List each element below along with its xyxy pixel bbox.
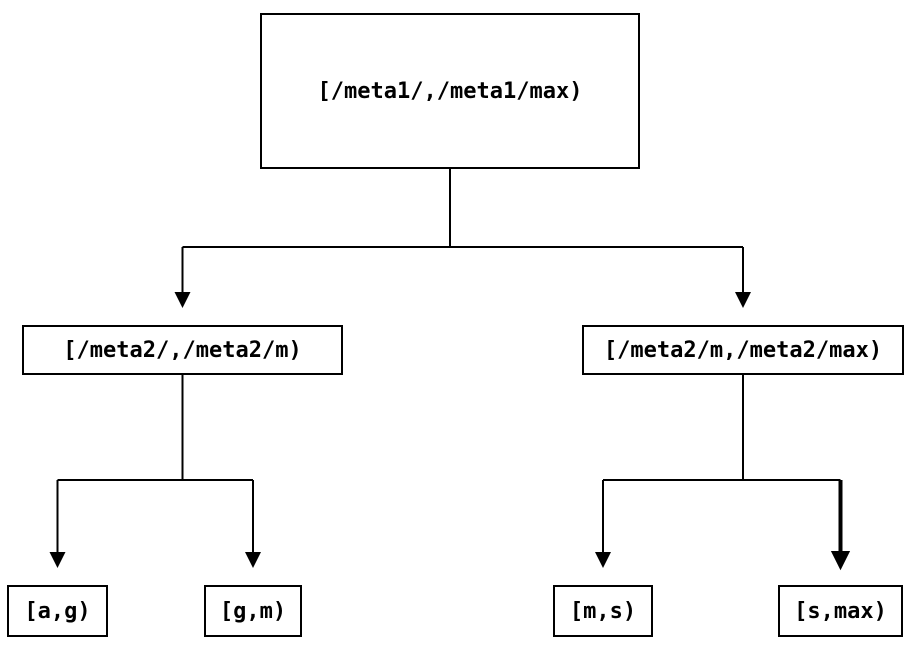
arrow-down-icon bbox=[49, 552, 66, 568]
arrow-down-icon bbox=[832, 552, 849, 568]
node-leaf-g-m: [g,m) bbox=[204, 585, 302, 637]
arrow-down-icon bbox=[174, 292, 191, 308]
node-label: [g,m) bbox=[219, 598, 287, 624]
node-leaf-s-max: [s,max) bbox=[778, 585, 903, 637]
node-meta2-lower-interval: [/meta2/,/meta2/m) bbox=[22, 325, 343, 375]
arrow-down-icon bbox=[595, 552, 611, 568]
node-label: [/meta1/,/meta1/max) bbox=[317, 78, 583, 104]
node-label: [a,g) bbox=[24, 598, 91, 624]
node-label: [m,s) bbox=[569, 598, 637, 624]
node-leaf-m-s: [m,s) bbox=[553, 585, 653, 637]
connector-root-to-children bbox=[174, 169, 751, 308]
connector-mid-left-to-children bbox=[49, 375, 261, 568]
node-label: [/meta2/,/meta2/m) bbox=[63, 337, 302, 363]
connector-mid-right-to-children bbox=[595, 375, 851, 571]
arrow-down-icon bbox=[735, 292, 751, 308]
node-label: [s,max) bbox=[794, 598, 887, 624]
node-leaf-a-g: [a,g) bbox=[7, 585, 108, 637]
node-label: [/meta2/m,/meta2/max) bbox=[603, 337, 883, 363]
arrow-down-icon bbox=[245, 552, 261, 568]
node-root-interval: [/meta1/,/meta1/max) bbox=[260, 13, 640, 169]
node-meta2-upper-interval: [/meta2/m,/meta2/max) bbox=[582, 325, 904, 375]
